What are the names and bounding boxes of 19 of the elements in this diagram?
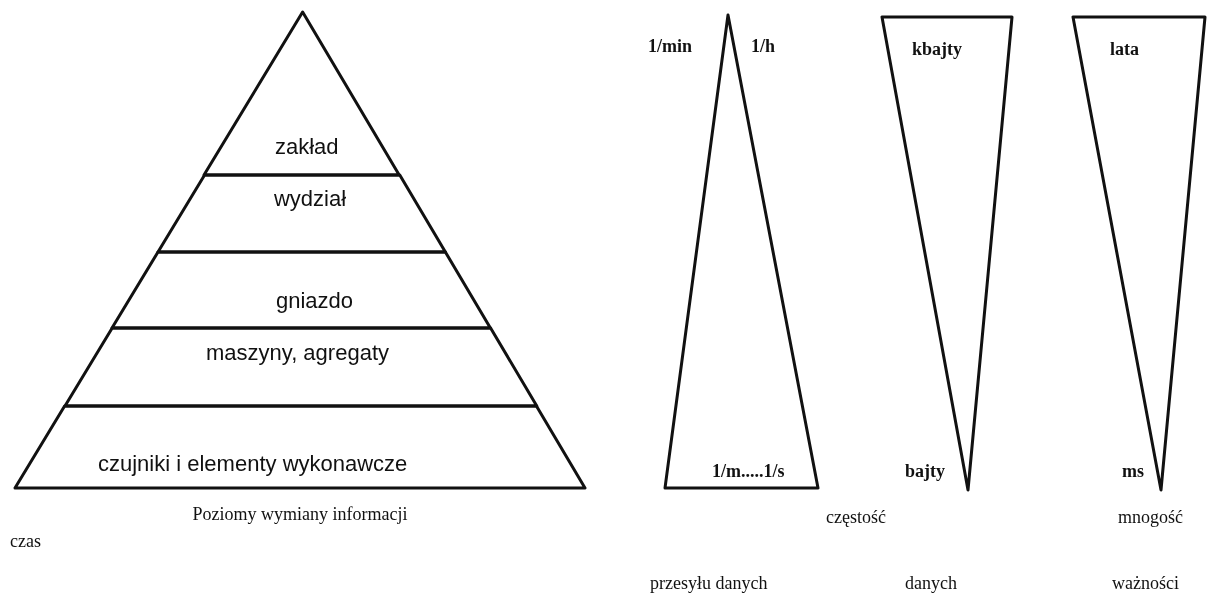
scale-label: ms bbox=[1122, 462, 1144, 480]
level-label: zakład bbox=[275, 136, 339, 158]
scale-label: kbajty bbox=[912, 40, 962, 58]
scale-label: 1/h bbox=[751, 37, 775, 55]
axis-label: przesyłu danych bbox=[650, 574, 768, 592]
level-label: maszyny, agregaty bbox=[206, 342, 389, 364]
axis-label: częstość bbox=[826, 508, 886, 526]
axis-label: danych bbox=[905, 574, 957, 592]
axis-label: czas bbox=[10, 532, 41, 550]
axis-label: mnogość bbox=[1118, 508, 1183, 526]
scale-label: 1/m.....1/s bbox=[712, 462, 785, 480]
level-label: gniazdo bbox=[276, 290, 354, 312]
level-label: czujniki i elementy wykonawcze bbox=[98, 453, 408, 475]
scale-label: bajty bbox=[905, 462, 945, 480]
scale-label: 1/min bbox=[648, 37, 692, 55]
caption: Poziomy wymiany informacji bbox=[192, 505, 408, 523]
scale-label: lata bbox=[1110, 40, 1139, 58]
axis-label: ważności bbox=[1112, 574, 1179, 592]
level-label: wydział bbox=[274, 188, 347, 210]
